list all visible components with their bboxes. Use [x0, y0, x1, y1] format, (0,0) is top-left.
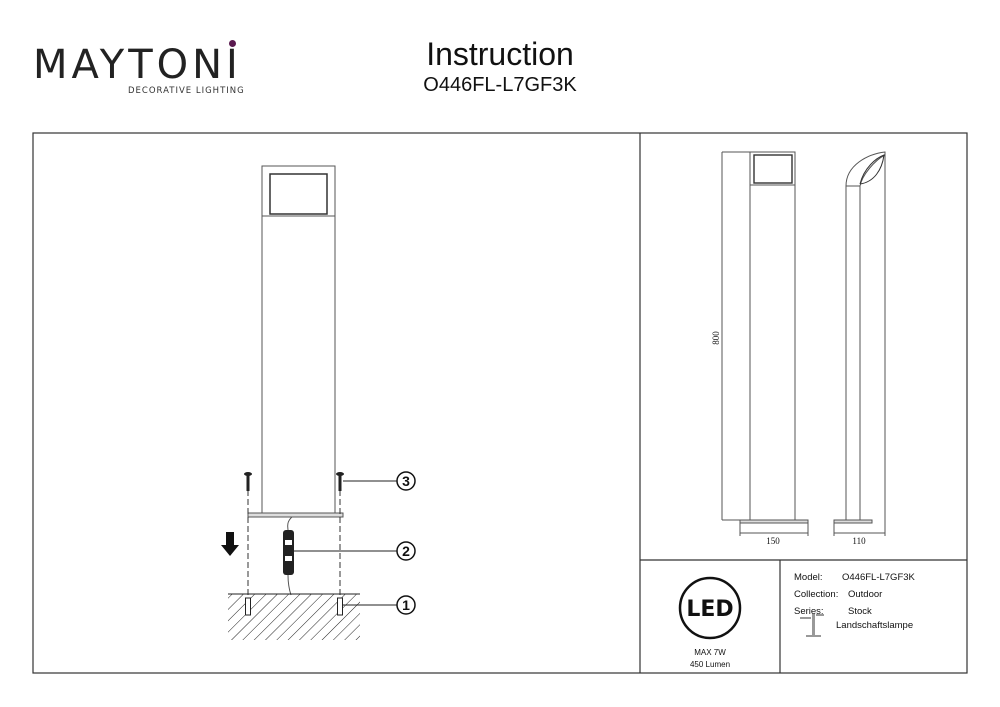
side-view [833, 151, 886, 536]
led-badge-icon [678, 576, 742, 640]
collection-value: Outdoor [848, 589, 882, 600]
brand-tagline: DECORATIVE LIGHTING [128, 86, 245, 96]
logo-accent-dot [229, 40, 236, 47]
led-badge-text: LED [686, 597, 733, 622]
type-value: Landschaftslampe [836, 620, 913, 631]
screw-icon [244, 472, 344, 491]
height-dimension: 800 [711, 331, 721, 345]
series-value: Stock [848, 606, 872, 617]
callout-1: 1 [402, 597, 410, 613]
cable-connector [283, 530, 294, 575]
collection-label: Collection: [794, 589, 838, 600]
frame-border [32, 132, 968, 674]
front-width-dimension: 150 [766, 536, 780, 546]
page-title: Instruction [426, 36, 574, 72]
lumen-rating: 450 Lumen [690, 660, 730, 669]
down-arrow-icon [221, 532, 239, 556]
base-plate [247, 512, 344, 518]
side-width-dimension: 110 [852, 536, 866, 546]
garden-lamp-icon [800, 614, 824, 637]
brand-logo: MAYTONI [33, 42, 242, 88]
lamp-body [261, 165, 336, 515]
power-rating: MAX 7W [694, 648, 726, 657]
model-code: O446FL-L7GF3K [423, 74, 577, 96]
installation-diagram [221, 165, 416, 640]
callout-3: 3 [402, 473, 410, 489]
model-value: O446FL-L7GF3K [842, 572, 916, 583]
front-view [721, 151, 809, 536]
callout-2: 2 [402, 543, 410, 559]
series-label: Series: [794, 606, 824, 617]
lamp-window [269, 173, 328, 215]
model-label: Model: [794, 572, 823, 583]
